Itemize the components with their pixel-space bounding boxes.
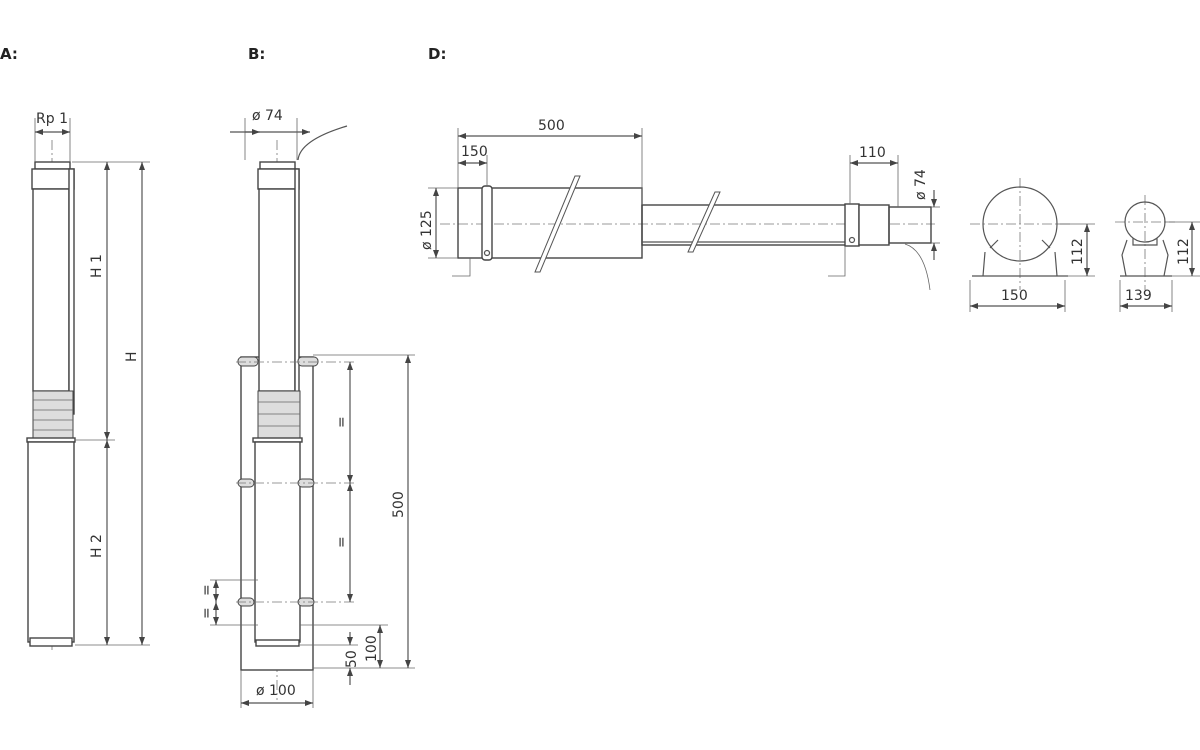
dim-50: 50 <box>344 650 360 668</box>
dim-dia-125: ø 125 <box>419 210 435 250</box>
dim-dia-top: ø 74 <box>252 108 283 124</box>
view-d: D: 500 150 110 ø 125 <box>419 45 1200 312</box>
pump-head-horizontal <box>858 204 890 246</box>
view-b: B: ø 74 = = 500 <box>199 45 415 708</box>
dim-dia-shroud: ø 100 <box>256 683 296 699</box>
break-marks <box>534 175 721 273</box>
outlet-pipe <box>34 161 71 170</box>
dim-equal-1: = <box>334 416 350 428</box>
view-d-label: D: <box>428 45 446 63</box>
dim-dia-74: ø 74 <box>913 169 929 200</box>
dim-width-large-150: 150 <box>1001 288 1028 304</box>
dim-head-110: 110 <box>859 145 886 161</box>
dim-thread: Rp 1 <box>36 111 68 127</box>
pump-head <box>31 168 75 190</box>
inlet-screen-b <box>257 390 301 441</box>
clamp-right <box>844 203 860 247</box>
end-view-large: 112 150 <box>969 178 1095 312</box>
inlet-screen <box>32 390 74 441</box>
dim-clamp-offset-150: 150 <box>461 144 488 160</box>
dim-height-small-112: 112 <box>1176 238 1192 265</box>
cable <box>294 168 300 415</box>
dim-100: 100 <box>364 635 380 662</box>
dim-h2: H 2 <box>89 534 105 558</box>
dim-equal-4: = <box>199 607 215 619</box>
motor-body-b <box>254 441 301 643</box>
view-b-label: B: <box>248 45 265 63</box>
dim-equal-3: = <box>199 584 215 596</box>
dim-width-small-139: 139 <box>1125 288 1152 304</box>
view-a: A: Rp 1 H 1 H H 2 <box>0 45 150 650</box>
dim-h1: H 1 <box>89 254 105 278</box>
motor-body <box>27 441 75 643</box>
pump-horizontal <box>641 204 849 246</box>
dim-h: H <box>124 351 140 362</box>
dim-equal-2: = <box>334 536 350 548</box>
cable-lead <box>297 125 348 161</box>
pump-body <box>32 188 70 392</box>
dim-length-500: 500 <box>538 118 565 134</box>
view-a-label: A: <box>0 45 18 63</box>
dim-height-large-112: 112 <box>1070 238 1086 265</box>
dim-total-500: 500 <box>391 491 407 518</box>
clamp-left <box>481 185 493 261</box>
end-view-small: 112 139 <box>1115 195 1200 312</box>
